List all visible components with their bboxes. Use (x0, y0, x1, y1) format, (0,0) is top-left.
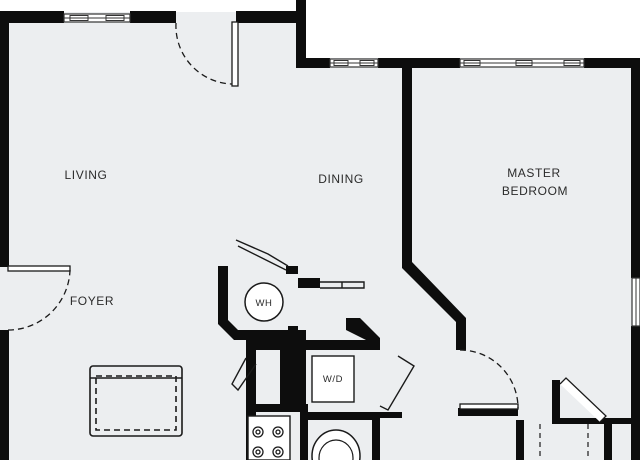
wall-jog (296, 11, 306, 68)
closet-wall-mid (552, 380, 560, 420)
washer-dryer-icon (311, 355, 355, 403)
exterior-area-top-right (300, 0, 640, 58)
water-heater-icon (244, 282, 284, 322)
fixture-label-wh: WH (255, 298, 272, 309)
closet-rods (539, 424, 589, 460)
top-wall-stub (296, 0, 306, 14)
bedroom-door (459, 349, 519, 410)
top-wall-right (236, 11, 306, 23)
laundry-wall-top (306, 318, 380, 350)
top-wall2-right (584, 58, 640, 68)
room-label-master-line2: BEDROOM (502, 184, 568, 198)
room-label-living: LIVING (65, 168, 108, 182)
room-label-foyer: FOYER (70, 294, 114, 308)
right-wall-lower (631, 326, 640, 460)
room-label-dining: DINING (318, 172, 364, 186)
entry-door (7, 265, 71, 331)
top-wall-left (0, 11, 64, 23)
top-wall-mid (130, 11, 176, 23)
room-labels: LIVING DINING MASTER BEDROOM FOYER (65, 166, 568, 308)
left-wall-upper (0, 11, 9, 267)
interior-walls (218, 62, 640, 460)
stove-icon (247, 415, 291, 460)
bedroom-partition (402, 62, 466, 350)
fixture-label-wd: W/D (323, 374, 343, 385)
pantry-door (231, 357, 257, 392)
closet-wall-right (604, 420, 612, 460)
doors (7, 21, 607, 423)
bath-wall-stub (380, 412, 402, 418)
bath-wall-right (372, 412, 380, 460)
windows (63, 13, 640, 327)
bedroom-door-jamb (458, 408, 518, 416)
room-label-master-line1: MASTER (507, 166, 561, 180)
closet-door (559, 377, 607, 423)
window-bedroom (459, 58, 585, 68)
laundry-wall-bottom (246, 404, 308, 412)
laundry-core-wall (280, 330, 306, 406)
sofa-icon (89, 365, 183, 437)
wh-closet-stub (286, 266, 298, 274)
bath-wall-top (300, 412, 380, 420)
window-dining (329, 58, 379, 68)
laundry-wall-left (246, 330, 256, 460)
wh-closet-connector (298, 278, 320, 288)
closet-wall-left (516, 420, 524, 460)
top-wall2-left (296, 58, 330, 68)
right-wall-upper (631, 58, 640, 278)
window-living (63, 13, 131, 23)
top-wall2-mid (378, 58, 460, 68)
toilet-icon (311, 429, 361, 460)
laundry-door (320, 281, 415, 411)
bath-wall-left (300, 408, 308, 460)
closet-wall-top (552, 418, 640, 424)
left-wall-lower (0, 330, 9, 460)
wh-closet-door (235, 239, 289, 271)
balcony-door (175, 21, 239, 87)
window-bedroom-side (631, 277, 640, 327)
fixture-labels: WH W/D (255, 298, 343, 385)
exterior-area-top-left (0, 0, 300, 12)
pantry-wall-top (246, 340, 280, 350)
